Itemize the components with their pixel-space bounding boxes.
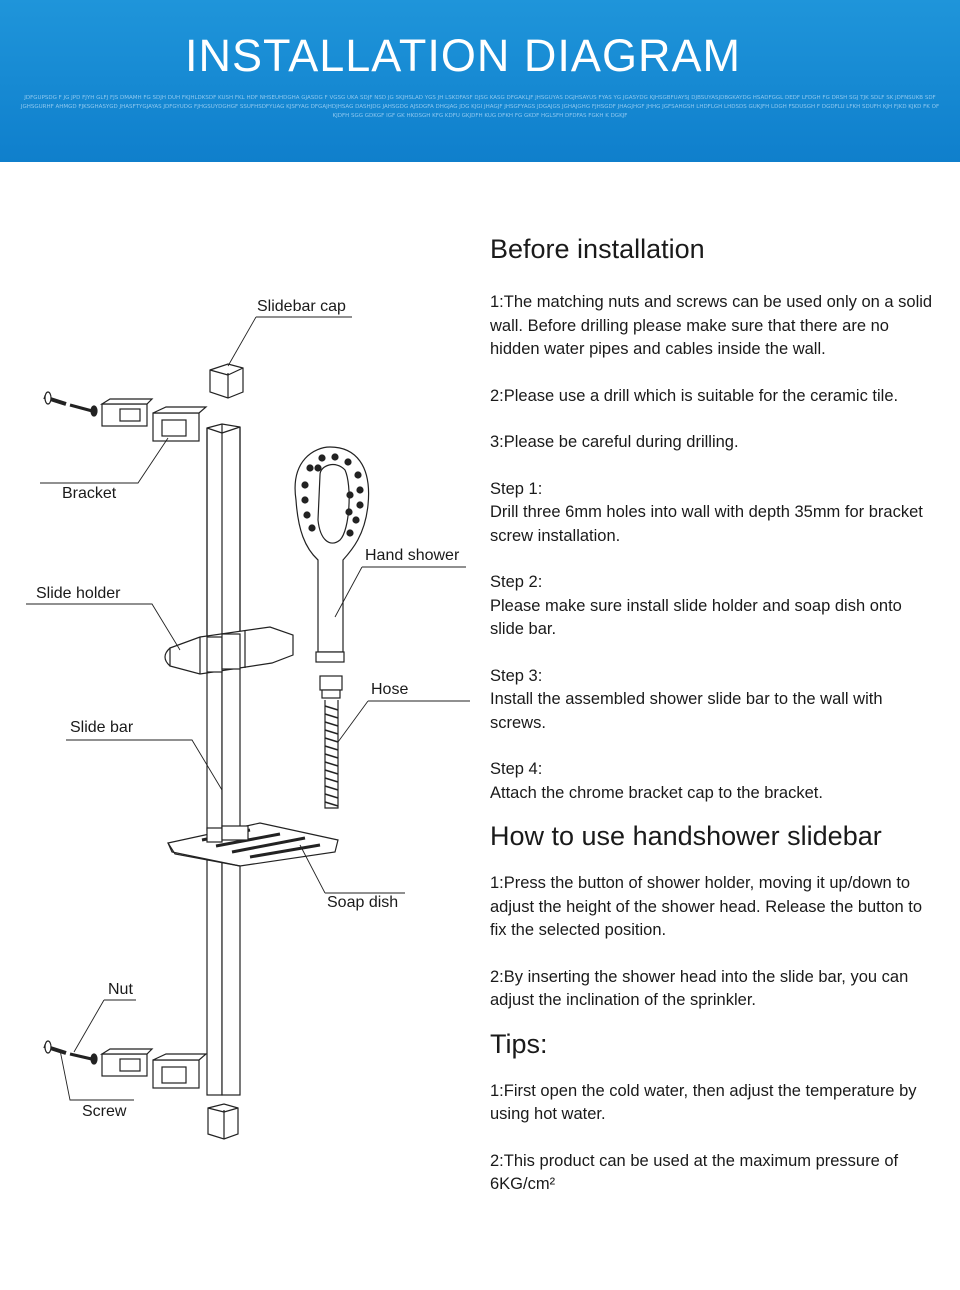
hand-shower-drawing [294,446,370,663]
before-installation-heading: Before installation [490,234,705,264]
step-4: Step 4: Attach the chrome bracket cap to… [490,758,940,805]
step-1-text: Drill three 6mm holes into wall with dep… [490,503,923,545]
slidebar-cap-drawing [209,363,244,399]
instructions-column: Before installation 1:The matching nuts … [490,230,940,1197]
soap-dish-drawing [167,822,339,867]
label-nut: Nut [108,981,133,998]
step-2-text: Please make sure install slide holder an… [490,596,902,639]
label-hose: Hose [371,681,409,698]
step-4-label: Step 4: [490,760,543,778]
installation-diagram: Slidebar cap Bracket Hand shower Slide h… [0,180,480,1190]
bottom-cap-drawing [207,1103,239,1140]
howto-p2: 2:By inserting the shower head into the … [490,967,909,1010]
label-slidebar-cap: Slidebar cap [257,298,346,315]
leader-lines [26,316,470,1101]
step-1: Step 1: Drill three 6mm holes into wall … [490,478,940,549]
step-2: Step 2: Please make sure install slide h… [490,571,940,642]
step-4-text: Attach the chrome bracket cap to the bra… [490,783,823,802]
tips-heading: Tips: [490,1028,548,1059]
tips-p1: 1:First open the cold water, then adjust… [490,1081,917,1124]
page-title: INSTALLATION DIAGRAM [185,30,741,81]
bottom-bracket-drawing [43,1040,208,1089]
label-slide-bar: Slide bar [70,719,134,736]
label-screw: Screw [82,1103,127,1120]
step-1-label: Step 1: [490,479,543,498]
label-slide-holder: Slide holder [36,585,121,602]
how-to-use-heading: How to use handshower slidebar [490,821,882,851]
label-soap-dish: Soap dish [327,894,399,911]
slide-holder-drawing [164,626,294,675]
before-p2: 2:Please use a drill which is suitable f… [490,386,899,405]
howto-p1: 1:Press the button of shower holder, mov… [490,874,923,939]
step-3-text: Install the assembled shower slide bar t… [490,690,883,732]
header-banner: INSTALLATION DIAGRAM JDFGUPSDG F JG JPD … [0,0,960,162]
step-3: Step 3: Install the assembled shower sli… [490,665,890,736]
before-p3: 3:Please be careful during drilling. [490,433,739,451]
top-bracket-drawing [43,391,208,442]
tips-p2: 2:This product can be used at the maximu… [490,1151,899,1194]
step-3-label: Step 3: [490,666,543,685]
before-p1: 1:The matching nuts and screws can be us… [490,293,933,358]
label-bracket: Bracket [62,485,117,502]
hose-drawing [319,675,343,809]
slide-bar-drawing [206,423,241,1096]
banner-subtext: JDFGUPSDG F JG JPD FJYH GLFJ FJS DMAMH F… [20,95,940,119]
diagram-drawing [26,316,470,1140]
label-hand-shower: Hand shower [365,547,460,564]
step-2-label: Step 2: [490,573,543,591]
